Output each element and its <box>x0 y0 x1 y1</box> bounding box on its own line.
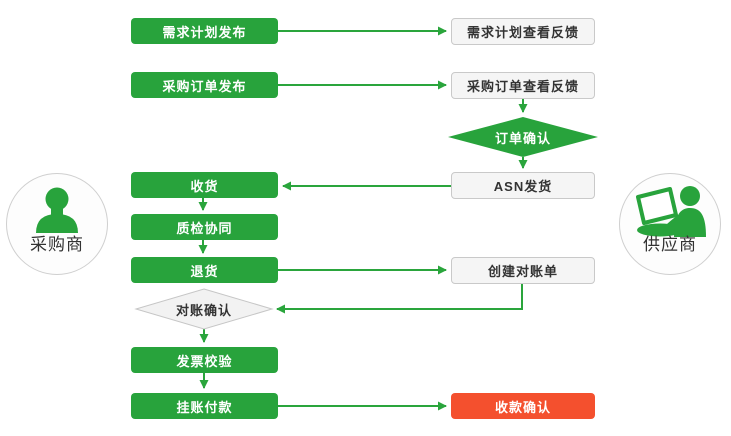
recon-confirm-diamond <box>134 288 274 330</box>
supplier-computer-person-icon <box>620 185 720 237</box>
buyer-person-icon <box>7 185 107 235</box>
buyer-avatar: 采购商 <box>6 173 108 275</box>
node-demand-plan-feedback: 需求计划查看反馈 <box>451 18 595 45</box>
node-payment: 挂账付款 <box>131 393 278 419</box>
buyer-label: 采购商 <box>30 235 84 254</box>
node-invoice-check: 发票校验 <box>131 347 278 373</box>
node-quality-collab: 质检协同 <box>131 214 278 240</box>
edge-statement-to-recon <box>276 284 523 314</box>
node-create-statement: 创建对账单 <box>451 257 595 284</box>
node-po-feedback: 采购订单查看反馈 <box>451 72 595 99</box>
node-asn-ship: ASN发货 <box>451 172 595 199</box>
node-receipt-confirm: 收款确认 <box>451 393 595 419</box>
order-confirm-diamond <box>448 117 598 157</box>
supplier-label: 供应商 <box>643 235 697 254</box>
supplier-avatar: 供应商 <box>619 173 721 275</box>
node-demand-plan-publish: 需求计划发布 <box>131 18 278 44</box>
node-order-confirm-label: 订单确认 <box>494 130 551 146</box>
node-returns: 退货 <box>131 257 278 283</box>
node-receiving: 收货 <box>131 172 278 198</box>
node-po-publish: 采购订单发布 <box>131 72 278 98</box>
node-recon-confirm-label: 对账确认 <box>175 302 232 318</box>
